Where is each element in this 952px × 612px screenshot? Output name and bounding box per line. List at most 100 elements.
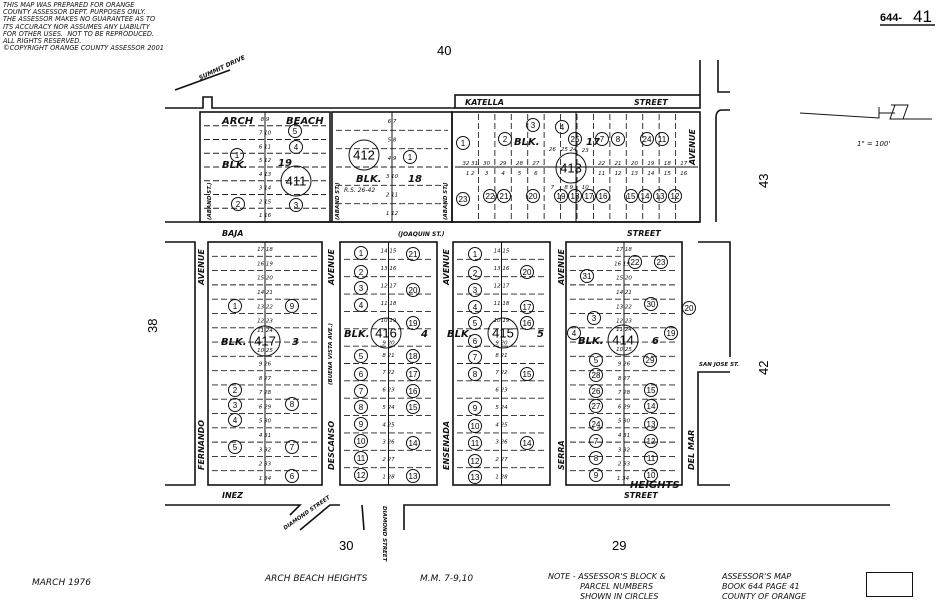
parcel-marker: 3 (587, 311, 601, 325)
parcel-circle (567, 326, 581, 340)
street-del-mar: DEL MAR (687, 430, 696, 470)
parcel-number: 25 (571, 135, 580, 144)
lot-number: 1 34 (617, 476, 630, 482)
parcel-circle (638, 189, 652, 203)
road-lines (165, 60, 890, 531)
parcel-circle (587, 311, 601, 325)
parcel-number: 30 (647, 300, 656, 309)
street-joaquin: (JOAQUIN ST.) (398, 231, 445, 238)
block-number: 18 (408, 174, 422, 185)
lot-number: 7 28 (259, 390, 272, 396)
parcel-number: 11 (357, 454, 366, 463)
parcel-marker: 12 (468, 454, 482, 468)
parcel-number: 4 (294, 143, 299, 152)
lot-number: 15 20 (616, 276, 632, 282)
lot-number: 12 17 (381, 283, 397, 289)
parcel-marker: 22 (483, 189, 497, 203)
lot-number: 13 22 (257, 304, 273, 310)
street-diamond-diagonal: DIAMOND STREET (283, 494, 333, 531)
parcel-circle (498, 132, 512, 146)
parcel-marker: 7 (468, 350, 482, 364)
parcel-marker: 2 (231, 197, 245, 211)
lot-number: 11 18 (381, 301, 397, 307)
parcel-marker: 4 (555, 120, 569, 134)
parcel-marker: 24 (640, 132, 654, 146)
parcel-marker: 13 (468, 470, 482, 484)
lot-number: 1 2 (466, 171, 475, 177)
lot-number: 10 25 (257, 348, 273, 354)
parcel-marker: 2 (354, 265, 368, 279)
parcel-circle (456, 136, 470, 150)
lot-number: 2 11 (386, 193, 398, 199)
adjacent-map-numbers: 40 38 43 42 30 29 (145, 43, 771, 553)
parcel-marker: 23 (654, 255, 668, 269)
parcel-marker: 25 (568, 132, 582, 146)
parcel-circle (589, 434, 603, 448)
aband-st-2: (ABAND ST.) (335, 182, 341, 220)
parcel-number: 22 (631, 258, 640, 267)
parcel-circle (582, 189, 596, 203)
parcel-number: 16 (523, 319, 532, 328)
lot-number: 3 14 (259, 186, 272, 192)
parcel-circle (468, 316, 482, 330)
parcel-circle (228, 413, 242, 427)
lot-number: 10 25 (616, 347, 632, 353)
parcel-circle (595, 132, 609, 146)
street-fernando: FERNANDO (197, 420, 206, 470)
parcel-number: 412 (353, 148, 375, 163)
parcel-number: 14 (523, 439, 532, 448)
parcel-circle (354, 298, 368, 312)
parcel-number: 15 (647, 386, 656, 395)
parcel-circle (589, 384, 603, 398)
parcel-circle (655, 132, 669, 146)
parcel-circle (228, 440, 242, 454)
note-line-1: NOTE - ASSESSOR'S BLOCK & (548, 572, 666, 581)
parcel-marker: 14 (406, 436, 420, 450)
parcel-circle (589, 353, 603, 367)
parcel-circle (354, 417, 368, 431)
parcel-circle (640, 132, 654, 146)
lot-number: 9 26 (618, 362, 631, 368)
parcel-circle (664, 326, 678, 340)
parcel-circle (228, 299, 242, 313)
parcel-number: 17 (409, 370, 418, 379)
parcel-marker: 14 (638, 189, 652, 203)
ref-line-3: COUNTY OF ORANGE (722, 592, 807, 601)
parcel-marker: 11 (354, 451, 368, 465)
parcel-number: 3 (531, 121, 536, 130)
parcel-circle (644, 383, 658, 397)
parcel-marker: 7 (285, 440, 299, 454)
parcel-number: 7 (290, 443, 295, 452)
lot-number: 4 25 (495, 422, 508, 428)
lot-number: 21 (615, 161, 622, 167)
parcel-circle (468, 419, 482, 433)
lot-number: 4 31 (259, 433, 271, 439)
parcel-circle (249, 325, 281, 357)
parcel-marker: 21 (497, 189, 511, 203)
note-line-3: SHOWN IN CIRCLES (580, 592, 659, 601)
adjacent-north: 40 (437, 43, 451, 58)
adjacent-east-lower: 42 (756, 361, 771, 375)
parcel-number: 1 (408, 153, 413, 162)
parcel-marker: 12 (354, 468, 368, 482)
parcel-circle (682, 301, 696, 315)
parcel-circle (520, 436, 534, 450)
lot-number: 5 12 (259, 158, 272, 164)
parcel-marker: 4 (228, 413, 242, 427)
parcel-circle (468, 367, 482, 381)
lot-number: 32 31 (462, 161, 478, 167)
lot-number: 4 (501, 171, 505, 177)
parcel-number: 8 (616, 135, 621, 144)
lot-number: 10 19 (381, 318, 397, 324)
parcel-circle (354, 281, 368, 295)
miscellaneous-map-ref: M.M. 7-9,10 (420, 574, 474, 584)
parcel-marker: 2 (498, 132, 512, 146)
parcel-marker: 15 (520, 367, 534, 381)
parcel-marker: 4 (289, 140, 303, 154)
parcel-number: 3 (233, 401, 238, 410)
parcel-marker: 19 (406, 316, 420, 330)
parcel-circle (468, 470, 482, 484)
